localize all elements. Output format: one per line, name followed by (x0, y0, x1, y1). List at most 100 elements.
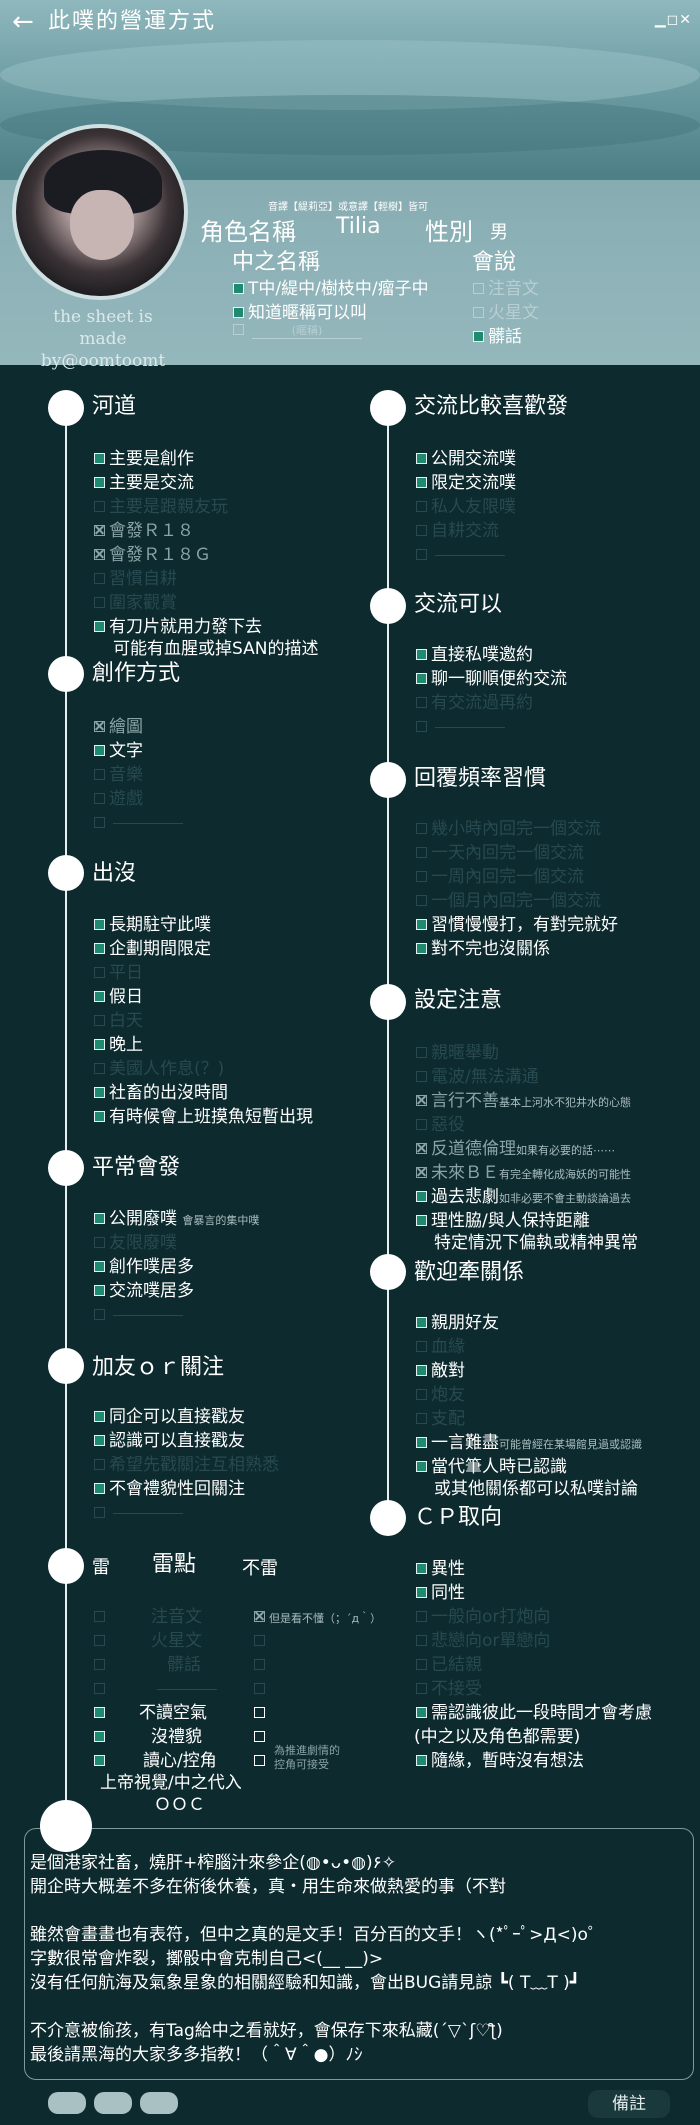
ok-column[interactable]: 但是看不懂（；´д｀） (254, 1606, 381, 1630)
checkbox-empty[interactable] (416, 822, 427, 834)
option-item[interactable]: 需認識彼此一段時間才會考慮 (416, 1702, 652, 1724)
option-item[interactable]: 對不完也沒關係 (416, 938, 550, 960)
option-item[interactable]: 希望先戳關注互相熟悉 (94, 1454, 279, 1476)
option-item[interactable]: 已結親 (416, 1654, 482, 1676)
page-dot-button[interactable] (48, 2092, 86, 2114)
checkbox-empty[interactable] (94, 500, 105, 512)
option-item[interactable]: 一周內回完一個交流 (416, 866, 584, 888)
checkbox-checked[interactable] (416, 942, 427, 954)
checkbox-empty[interactable] (94, 1236, 105, 1248)
checkbox-checked[interactable] (94, 452, 105, 464)
checkbox-checked[interactable] (94, 1212, 105, 1224)
checkbox-checked[interactable] (94, 942, 105, 954)
option-item[interactable]: 限定交流噗 (416, 472, 516, 494)
trigger-row[interactable]: 讀心/控角 (94, 1750, 217, 1772)
trigger-row[interactable]: 注音文 (94, 1606, 202, 1628)
option-item[interactable]: 當代筆人時已認識 (416, 1456, 567, 1478)
option-item[interactable]: 美國人作息(？) (94, 1058, 224, 1080)
window-controls[interactable]: ▁◻✕ (654, 12, 692, 28)
checkbox-empty[interactable] (416, 1070, 427, 1082)
checkbox-empty[interactable] (94, 1610, 105, 1622)
checkbox-checked[interactable] (416, 452, 427, 464)
cn-name-option[interactable]: T中/緹中/樹枝中/瘤子中 (233, 274, 429, 299)
checkbox-empty[interactable] (416, 720, 427, 732)
option-item[interactable]: 一般向or打炮向 (416, 1606, 550, 1628)
checkbox-empty[interactable] (416, 870, 427, 882)
option-item[interactable]: 支配 (416, 1408, 465, 1430)
checkbox-crossed[interactable] (416, 1094, 427, 1106)
checkbox-checked[interactable] (94, 1038, 105, 1050)
option-item[interactable]: 主要是交流 (94, 472, 194, 494)
checkbox-empty[interactable] (94, 768, 105, 780)
checkbox-checked[interactable] (94, 1434, 105, 1446)
option-item[interactable]: 會發Ｒ１８Ｇ (94, 544, 211, 566)
option-item[interactable]: 幾小時內回完一個交流 (416, 818, 601, 840)
page-dot-button[interactable] (140, 2092, 178, 2114)
checkbox-checked[interactable] (416, 648, 427, 660)
speak-option[interactable]: 火星文 (473, 298, 539, 323)
checkbox-empty[interactable] (94, 1062, 105, 1074)
checkbox-checked[interactable] (94, 1482, 105, 1494)
ok-column[interactable] (254, 1702, 269, 1724)
option-item[interactable]: 敵對 (416, 1360, 465, 1382)
checkbox-checked[interactable] (94, 744, 105, 756)
option-item[interactable]: 社畜的出沒時間 (94, 1082, 228, 1104)
option-item[interactable]: 平日 (94, 962, 143, 984)
checkbox-empty[interactable] (94, 596, 105, 608)
option-item[interactable]: 血緣 (416, 1336, 465, 1358)
checkbox-checked[interactable] (416, 1706, 427, 1718)
checkbox-crossed[interactable] (94, 548, 105, 560)
option-item[interactable]: 友限廢噗 (94, 1232, 177, 1254)
option-item[interactable]: 遊戲 (94, 788, 143, 810)
checkbox-empty[interactable] (416, 500, 427, 512)
checkbox-empty[interactable] (94, 792, 105, 804)
option-item[interactable]: 異性 (416, 1558, 465, 1580)
checkbox-empty[interactable] (94, 1308, 105, 1320)
trigger-row[interactable] (94, 1678, 217, 1700)
checkbox-checked[interactable] (94, 1410, 105, 1422)
checkbox-checked[interactable] (416, 1562, 427, 1574)
option-item[interactable]: 企劃期間限定 (94, 938, 211, 960)
option-item[interactable]: 主要是創作 (94, 448, 194, 470)
option-item[interactable]: 言行不善基本上河水不犯井水的心態 (416, 1090, 631, 1114)
checkbox-empty[interactable] (416, 1682, 427, 1694)
option-item[interactable]: 過去悲劇如非必要不會主動談論過去 (416, 1186, 631, 1210)
checkbox-checked[interactable] (94, 1730, 105, 1742)
checkbox-checked[interactable] (94, 1260, 105, 1272)
checkbox-checked[interactable] (473, 330, 484, 342)
checkbox-checked[interactable] (233, 306, 244, 318)
checkbox-checked[interactable] (233, 282, 244, 294)
checkbox-empty[interactable] (254, 1706, 265, 1718)
checkbox-checked[interactable] (416, 918, 427, 930)
option-item[interactable] (94, 1502, 183, 1524)
checkbox-checked[interactable] (94, 1086, 105, 1098)
option-item[interactable]: 公開交流噗 (416, 448, 516, 470)
checkbox-empty[interactable] (94, 572, 105, 584)
checkbox-empty[interactable] (416, 1658, 427, 1670)
ok-column[interactable] (254, 1654, 269, 1676)
checkbox-checked[interactable] (94, 1706, 105, 1718)
option-item[interactable]: 會發Ｒ１８ (94, 520, 194, 542)
checkbox-empty[interactable] (416, 894, 427, 906)
checkbox-checked[interactable] (416, 476, 427, 488)
checkbox-checked[interactable] (416, 1364, 427, 1376)
checkbox-crossed[interactable] (94, 524, 105, 536)
option-item[interactable] (94, 1304, 183, 1326)
option-item[interactable]: 直接私噗邀約 (416, 644, 533, 666)
option-item[interactable]: 私人友限噗 (416, 496, 516, 518)
checkbox-empty[interactable] (416, 846, 427, 858)
option-item[interactable]: 同企可以直接戳友 (94, 1406, 245, 1428)
note-button[interactable]: 備註 (588, 2090, 670, 2118)
checkbox-empty[interactable] (94, 1658, 105, 1670)
checkbox-checked[interactable] (94, 1754, 105, 1766)
option-item[interactable]: 惡役 (416, 1114, 465, 1136)
back-arrow-icon[interactable]: ← (12, 7, 34, 37)
trigger-row[interactable]: 不讀空氣 (94, 1702, 207, 1724)
checkbox-checked[interactable] (416, 1460, 427, 1472)
ok-column[interactable] (254, 1630, 269, 1652)
checkbox-empty[interactable] (233, 324, 244, 335)
checkbox-empty[interactable] (94, 966, 105, 978)
option-item[interactable]: 有刀片就用力發下去 (94, 616, 262, 638)
option-item[interactable] (416, 544, 505, 566)
checkbox-crossed[interactable] (416, 1166, 427, 1178)
